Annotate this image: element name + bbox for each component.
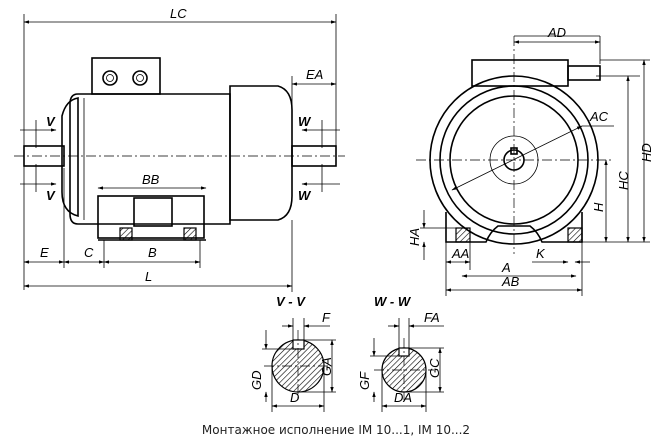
feet-front [445, 212, 583, 243]
dim-l-label: L [145, 269, 152, 284]
section-mark-w-top: W [298, 114, 312, 129]
front-view: AD AC HD HC H HA AA K A AB [407, 25, 654, 296]
dim-k-label: K [536, 246, 546, 261]
section-v-v-title: V - V [276, 294, 306, 309]
terminal-box-front [471, 59, 569, 87]
dim-fa-label: FA [424, 310, 440, 325]
dim-ac-label: AC [589, 109, 609, 124]
dim-bb-label: BB [142, 172, 160, 187]
dim-h-label: H [591, 202, 606, 212]
dim-f-label: F [322, 310, 331, 325]
dim-da-label: DA [394, 390, 412, 405]
section-w-w-title: W - W [374, 294, 412, 309]
section-mark-w-bottom: W [298, 188, 312, 203]
section-mark-v-bottom: V [46, 188, 56, 203]
dim-ad-label: AD [547, 25, 566, 40]
section-mark-v-top: V [46, 114, 56, 129]
motor-housing [69, 93, 231, 225]
dim-c-label: C [84, 245, 94, 260]
dim-e-label: E [40, 245, 49, 260]
figure-caption: Монтажное исполнение IM 10...1, IM 10...… [201, 423, 471, 437]
dim-a-label: A [501, 260, 511, 275]
dim-hc-label: HC [616, 171, 631, 190]
dim-gd-label: GD [249, 371, 264, 391]
dim-hd-label: HD [639, 143, 654, 162]
fan-cover [229, 85, 293, 221]
section-w-w: W - W FA GF GC DA [357, 294, 444, 412]
dim-ha-label: HA [407, 228, 422, 246]
section-v-v: V - V F GD GA D [249, 294, 336, 412]
dim-gf-label: GF [357, 371, 372, 390]
terminal-box [91, 57, 161, 95]
dim-ab-label: AB [501, 274, 520, 289]
dim-b-label: B [148, 245, 157, 260]
dim-ea-label: EA [306, 67, 323, 82]
side-view: LC V V W W [14, 6, 345, 292]
front-flange [61, 97, 79, 218]
foot-block [97, 195, 205, 239]
dim-d-label: D [290, 390, 299, 405]
dim-ga-label: GA [319, 357, 334, 376]
dim-gc-label: GC [427, 358, 442, 378]
dim-aa-label: AA [451, 246, 469, 261]
dim-lc-label: LC [170, 6, 187, 21]
